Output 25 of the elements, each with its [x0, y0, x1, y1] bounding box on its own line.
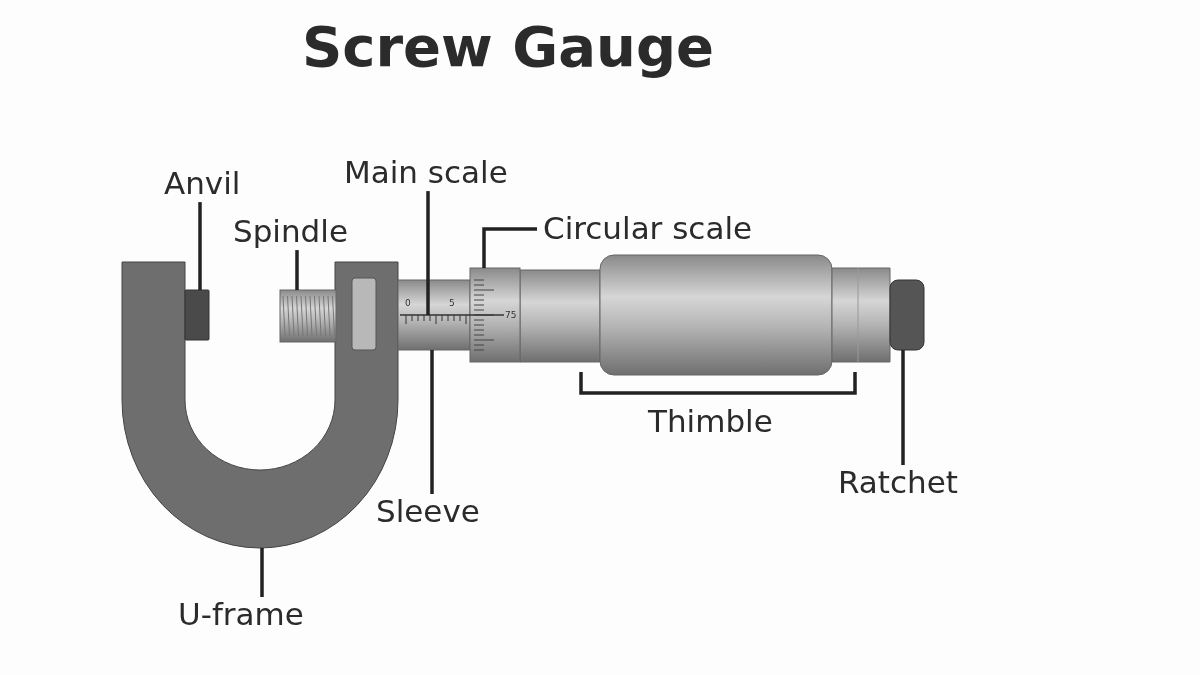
leader-line — [295, 250, 299, 290]
part-label: Sleeve — [376, 494, 480, 529]
scale-number: 5 — [449, 299, 455, 308]
anvil — [184, 289, 210, 341]
leader-line — [430, 350, 434, 494]
leader-line — [901, 350, 905, 465]
circular-scale — [469, 267, 521, 363]
part-label: Spindle — [233, 214, 348, 249]
part-label: Anvil — [164, 166, 241, 201]
part-label: Circular scale — [543, 211, 753, 246]
leader-line — [260, 548, 264, 597]
ratchet-knob — [889, 279, 925, 351]
sleeve — [397, 279, 471, 351]
title: Screw Gauge — [300, 14, 715, 79]
main-scale-line — [399, 314, 505, 325]
spindle — [279, 289, 337, 343]
leader-line — [482, 227, 537, 268]
part-label: U-frame — [178, 597, 304, 632]
scale-number: 0 — [405, 299, 411, 308]
part-label: Main scale — [344, 155, 508, 190]
leader-line — [198, 202, 202, 290]
scale-number: 75 — [505, 311, 517, 320]
part-label: Thimble — [648, 404, 773, 439]
part-label: Ratchet — [838, 465, 958, 500]
leader-line — [426, 191, 430, 315]
